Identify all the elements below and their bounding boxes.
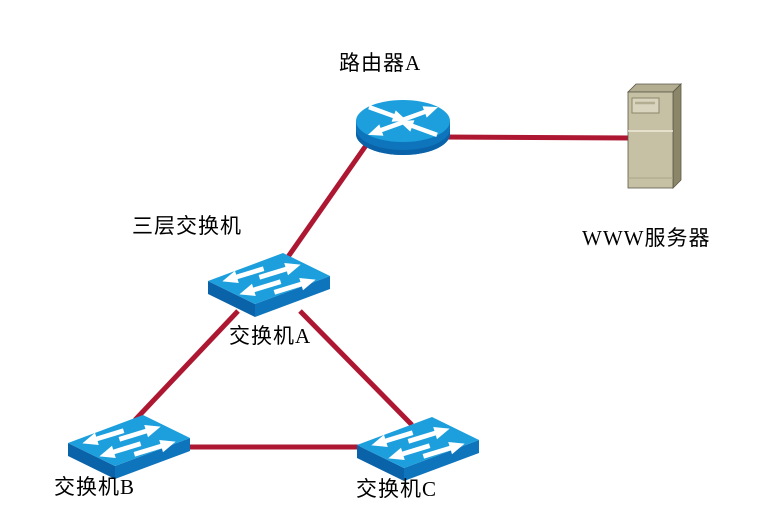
www-server-node	[620, 82, 682, 194]
www-server-label: WWW服务器	[582, 226, 711, 250]
switch-c-label: 交换机C	[356, 477, 438, 501]
link-router-server	[442, 134, 633, 141]
layer3-switch-icon	[200, 250, 335, 320]
switch-a-label: 交换机A	[229, 324, 312, 348]
router-a-node	[355, 99, 451, 157]
switch-c-node	[349, 414, 484, 484]
layer3-switch-annotation: 三层交换机	[132, 214, 242, 238]
server-icon	[627, 83, 682, 189]
server-drive-bay	[631, 97, 660, 114]
link-switch-a-switch-b	[133, 309, 240, 422]
switch-a-node	[200, 250, 335, 320]
router-icon	[356, 100, 450, 155]
switch-b-node	[60, 412, 195, 482]
switch-icon	[60, 412, 195, 482]
link-router-switch-a	[280, 142, 370, 266]
router-a-label: 路由器A	[339, 51, 422, 75]
switch-icon	[349, 414, 484, 484]
link-switch-a-switch-c	[298, 309, 414, 427]
switch-b-label: 交换机B	[54, 475, 136, 499]
